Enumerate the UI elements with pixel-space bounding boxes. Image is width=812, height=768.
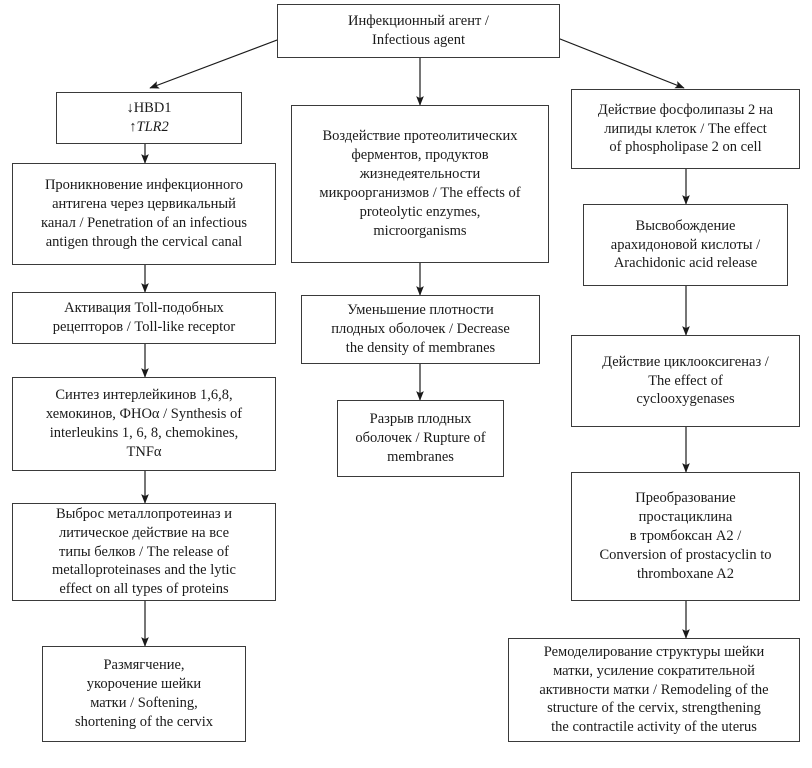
node-arachidonic-acid-release[interactable]: Высвобождение арахидоновой кислоты / Ara… <box>583 204 788 286</box>
node-prostacyclin-conversion[interactable]: Преобразование простациклина в тромбокса… <box>571 472 800 601</box>
node-infectious-agent[interactable]: Инфекционный агент / Infectious agent <box>277 4 560 58</box>
node-cyclooxygenases[interactable]: Действие циклооксигеназ / The effect of … <box>571 335 800 427</box>
node-cervix-remodeling[interactable]: Ремоделирование структуры шейки матки, у… <box>508 638 800 742</box>
tlr2-line: ↑TLR2 <box>129 119 169 135</box>
node-metalloproteinase-release[interactable]: Выброс металлопротеиназ и литическое дей… <box>12 503 276 601</box>
node-cervix-softening[interactable]: Размягчение, укорочение шейки матки / So… <box>42 646 246 742</box>
hbd1-line: ↓HBD1 <box>126 100 172 117</box>
node-penetration-antigen[interactable]: Проникновение инфекционного антигена чер… <box>12 163 276 265</box>
node-membrane-rupture[interactable]: Разрыв плодных оболочек / Rupture of mem… <box>337 400 504 477</box>
node-toll-like-receptor[interactable]: Активация Toll-подобных рецепторов / Tol… <box>12 292 276 344</box>
node-proteolytic-enzymes[interactable]: Воздействие протеолитических ферментов, … <box>291 105 549 263</box>
node-membrane-density-decrease[interactable]: Уменьшение плотности плодных оболочек / … <box>301 295 540 364</box>
node-interleukin-synthesis[interactable]: Синтез интерлейкинов 1,6,8, хемокинов, Ф… <box>12 377 276 471</box>
node-phospholipase-2[interactable]: Действие фосфолипазы 2 на липиды клеток … <box>571 89 800 169</box>
node-hbd1-tlr2[interactable]: ↓HBD1 ↑TLR2 <box>56 92 242 144</box>
